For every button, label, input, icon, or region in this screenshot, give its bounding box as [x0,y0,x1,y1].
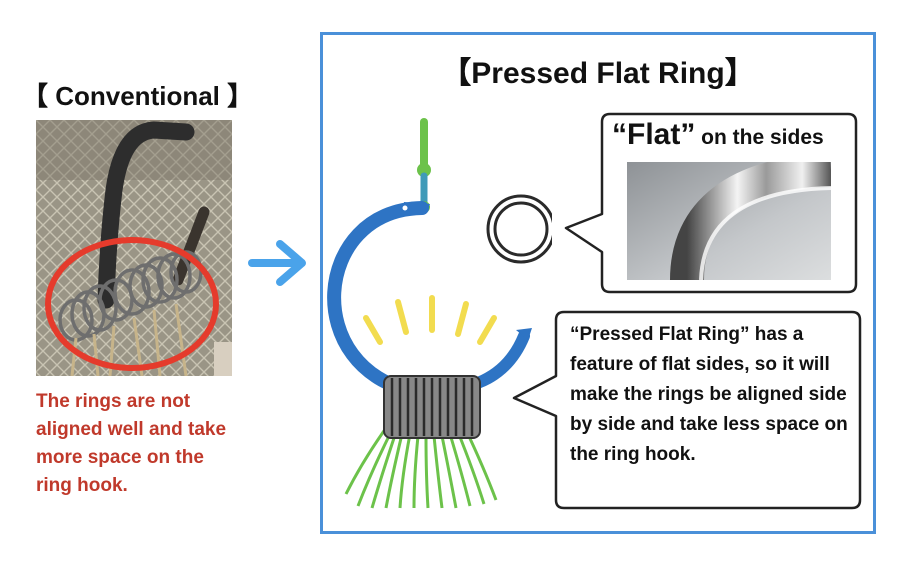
right-arrow-icon [248,238,308,293]
pressed-flat-ring-description: “Pressed Flat Ring” has a feature of fla… [570,324,848,465]
flat-ring-closeup-photo [627,162,831,280]
flat-word: “Flat” [612,118,696,151]
flat-sides-heading: “Flat” on the sides [612,118,824,152]
conventional-ring-hook-photo [36,120,232,376]
ring-hook-illustration [322,110,556,515]
conventional-title: 【 Conventional 】 [22,81,254,111]
flat-sides-text: on the sides [695,126,824,149]
pressed-flat-ring-panel [320,32,876,534]
pressed-flat-ring-title: 【Pressed Flat Ring】 [441,57,755,90]
conventional-caption: The rings are not aligned well and take … [36,391,227,496]
description-callout [508,310,868,521]
